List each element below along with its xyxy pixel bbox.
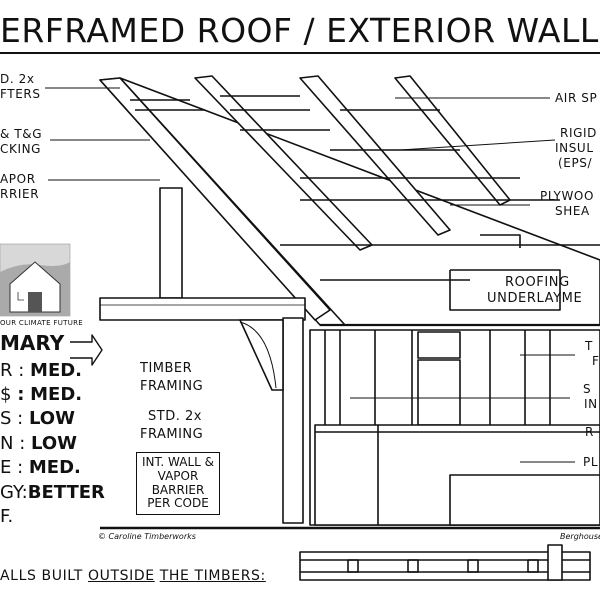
summary-row-5: E : MED.	[0, 457, 81, 478]
label-air-space: AIR SP	[555, 91, 598, 105]
label-vapor-line2: RRIER	[0, 187, 40, 201]
bottom-caption-pre: ALLS BUILT	[0, 568, 83, 584]
label-timber-line1: TIMBER	[140, 361, 193, 376]
summary-row-1: R : MED.	[0, 360, 83, 381]
label-plywood-line1: PLYWOO	[540, 189, 595, 203]
label-rigid-line2: INSUL	[555, 141, 594, 155]
summary-value: LOW	[30, 433, 77, 454]
label-timber-line2: FRAMING	[140, 379, 204, 394]
label-t-line1: T	[585, 339, 593, 353]
label-t-line2: F	[592, 354, 600, 368]
page-title: ERFRAMED ROOF / EXTERIOR WALLS	[0, 11, 600, 50]
label-std-line1: STD. 2x	[148, 409, 202, 424]
label-rafters-line1: D. 2x	[0, 72, 35, 86]
label-rigid-line1: RIGID	[560, 126, 597, 140]
summary-row-4: N : LOW	[0, 433, 77, 454]
summary-value: MED.	[30, 384, 83, 405]
label-r: R	[585, 425, 594, 439]
summary-key: E	[0, 457, 12, 478]
summary-row-2: $ : MED.	[0, 384, 83, 405]
label-roofing-line1: ROOFING	[505, 275, 570, 290]
credit-text: © Caroline Timberworks	[98, 532, 196, 541]
label-roofing-line2: UNDERLAYME	[487, 291, 583, 306]
label-rigid-line3: (EPS/	[558, 156, 593, 170]
credit-text-2: Berghouse	[560, 532, 600, 541]
label-s-line2: IN	[584, 397, 598, 411]
summary-trail: F.	[0, 506, 14, 527]
thumbnail-caption: OUR CLIMATE FUTURE	[0, 319, 84, 327]
label-plywood-line2: SHEA	[555, 204, 590, 218]
label-rafters-line2: FTERS	[0, 87, 41, 101]
bottom-caption-outside: OUTSIDE	[87, 568, 155, 584]
summary-key: R	[0, 360, 13, 381]
summary-value: LOW	[28, 408, 75, 429]
summary-key: S	[0, 408, 12, 429]
thumbnail-image	[0, 243, 71, 317]
summary-key: N	[0, 433, 14, 454]
summary-key: GY	[0, 482, 22, 503]
summary-value: MED.	[28, 457, 81, 478]
label-vapor-line1: APOR	[0, 172, 36, 186]
summary-value: BETTER	[27, 482, 105, 503]
label-std-line2: FRAMING	[140, 427, 204, 442]
summary-row-3: S : LOW	[0, 408, 75, 429]
label-decking-line1: & T&G	[0, 127, 43, 141]
summary-key: $	[0, 384, 12, 405]
summary-value: MED.	[30, 360, 83, 381]
label-decking-line2: CKING	[0, 142, 42, 156]
bottom-caption-timbers: THE TIMBERS:	[159, 568, 266, 584]
bottom-caption: ALLS BUILT OUTSIDE THE TIMBERS:	[0, 569, 266, 583]
label-int-wall-box: INT. WALL & VAPOR BARRIER PER CODE	[136, 452, 220, 516]
summary-row-6: GY:BETTER	[0, 482, 105, 503]
label-pl: PL	[583, 455, 599, 469]
label-s-line1: S	[583, 382, 592, 396]
summary-heading: MARY	[0, 331, 65, 355]
